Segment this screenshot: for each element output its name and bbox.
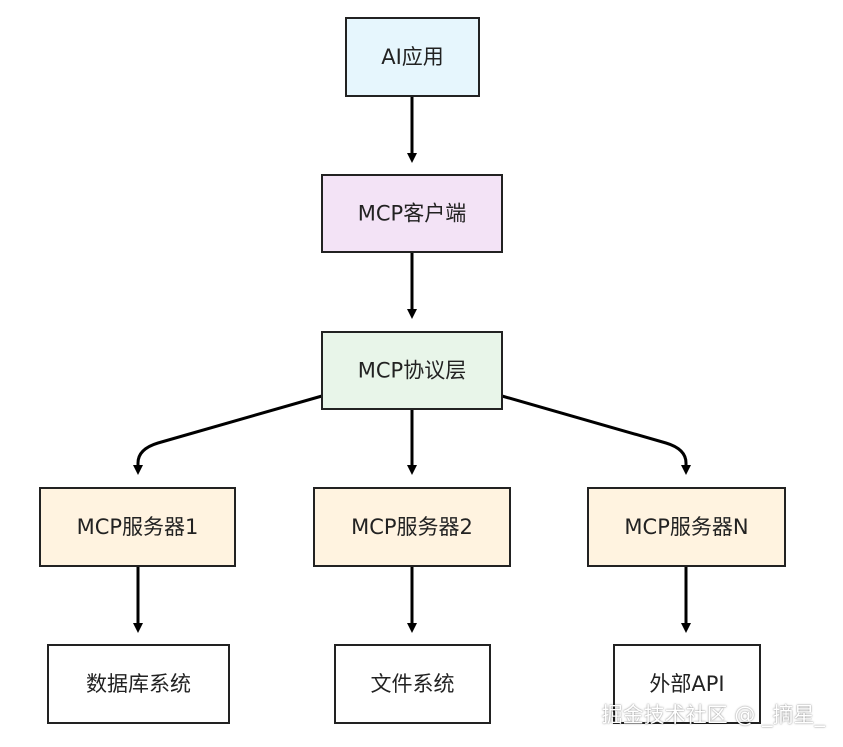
node-mcp-protocol: MCP协议层	[321, 331, 503, 410]
node-filesystem: 文件系统	[334, 644, 491, 724]
node-filesystem-box	[334, 644, 491, 724]
node-filesystem-label: 文件系统	[371, 672, 455, 696]
node-server-1-box	[39, 487, 236, 567]
node-server-n-box	[587, 487, 786, 567]
node-database-box	[47, 644, 230, 724]
node-mcp-client: MCP客户端	[321, 174, 503, 253]
node-server-n: MCP服务器N	[587, 487, 786, 567]
node-server-2-label: MCP服务器2	[351, 515, 473, 539]
node-external-api-box	[613, 644, 761, 724]
watermark-text: 掘金技术社区 @ _摘星_	[601, 703, 825, 727]
node-mcp-protocol-label: MCP协议层	[358, 359, 466, 383]
node-mcp-client-label: MCP客户端	[358, 202, 466, 226]
edge-protocol-to-server-1	[133, 394, 323, 475]
node-mcp-client-box	[321, 174, 503, 253]
node-server-n-label: MCP服务器N	[624, 515, 748, 539]
node-external-api: 外部API	[613, 644, 761, 724]
edges	[133, 96, 691, 633]
node-server-2-box	[313, 487, 511, 567]
node-mcp-protocol-box	[321, 331, 503, 410]
node-ai-app-box	[345, 17, 480, 97]
node-external-api-label: 外部API	[649, 672, 724, 696]
node-server-2: MCP服务器2	[313, 487, 511, 567]
node-ai-app-label: AI应用	[381, 45, 444, 69]
edge-protocol-to-server-n	[501, 394, 691, 475]
node-ai-app: AI应用	[345, 17, 480, 97]
node-database: 数据库系统	[47, 644, 230, 724]
node-server-1: MCP服务器1	[39, 487, 236, 567]
node-server-1-label: MCP服务器1	[77, 515, 199, 539]
node-database-label: 数据库系统	[86, 672, 191, 696]
